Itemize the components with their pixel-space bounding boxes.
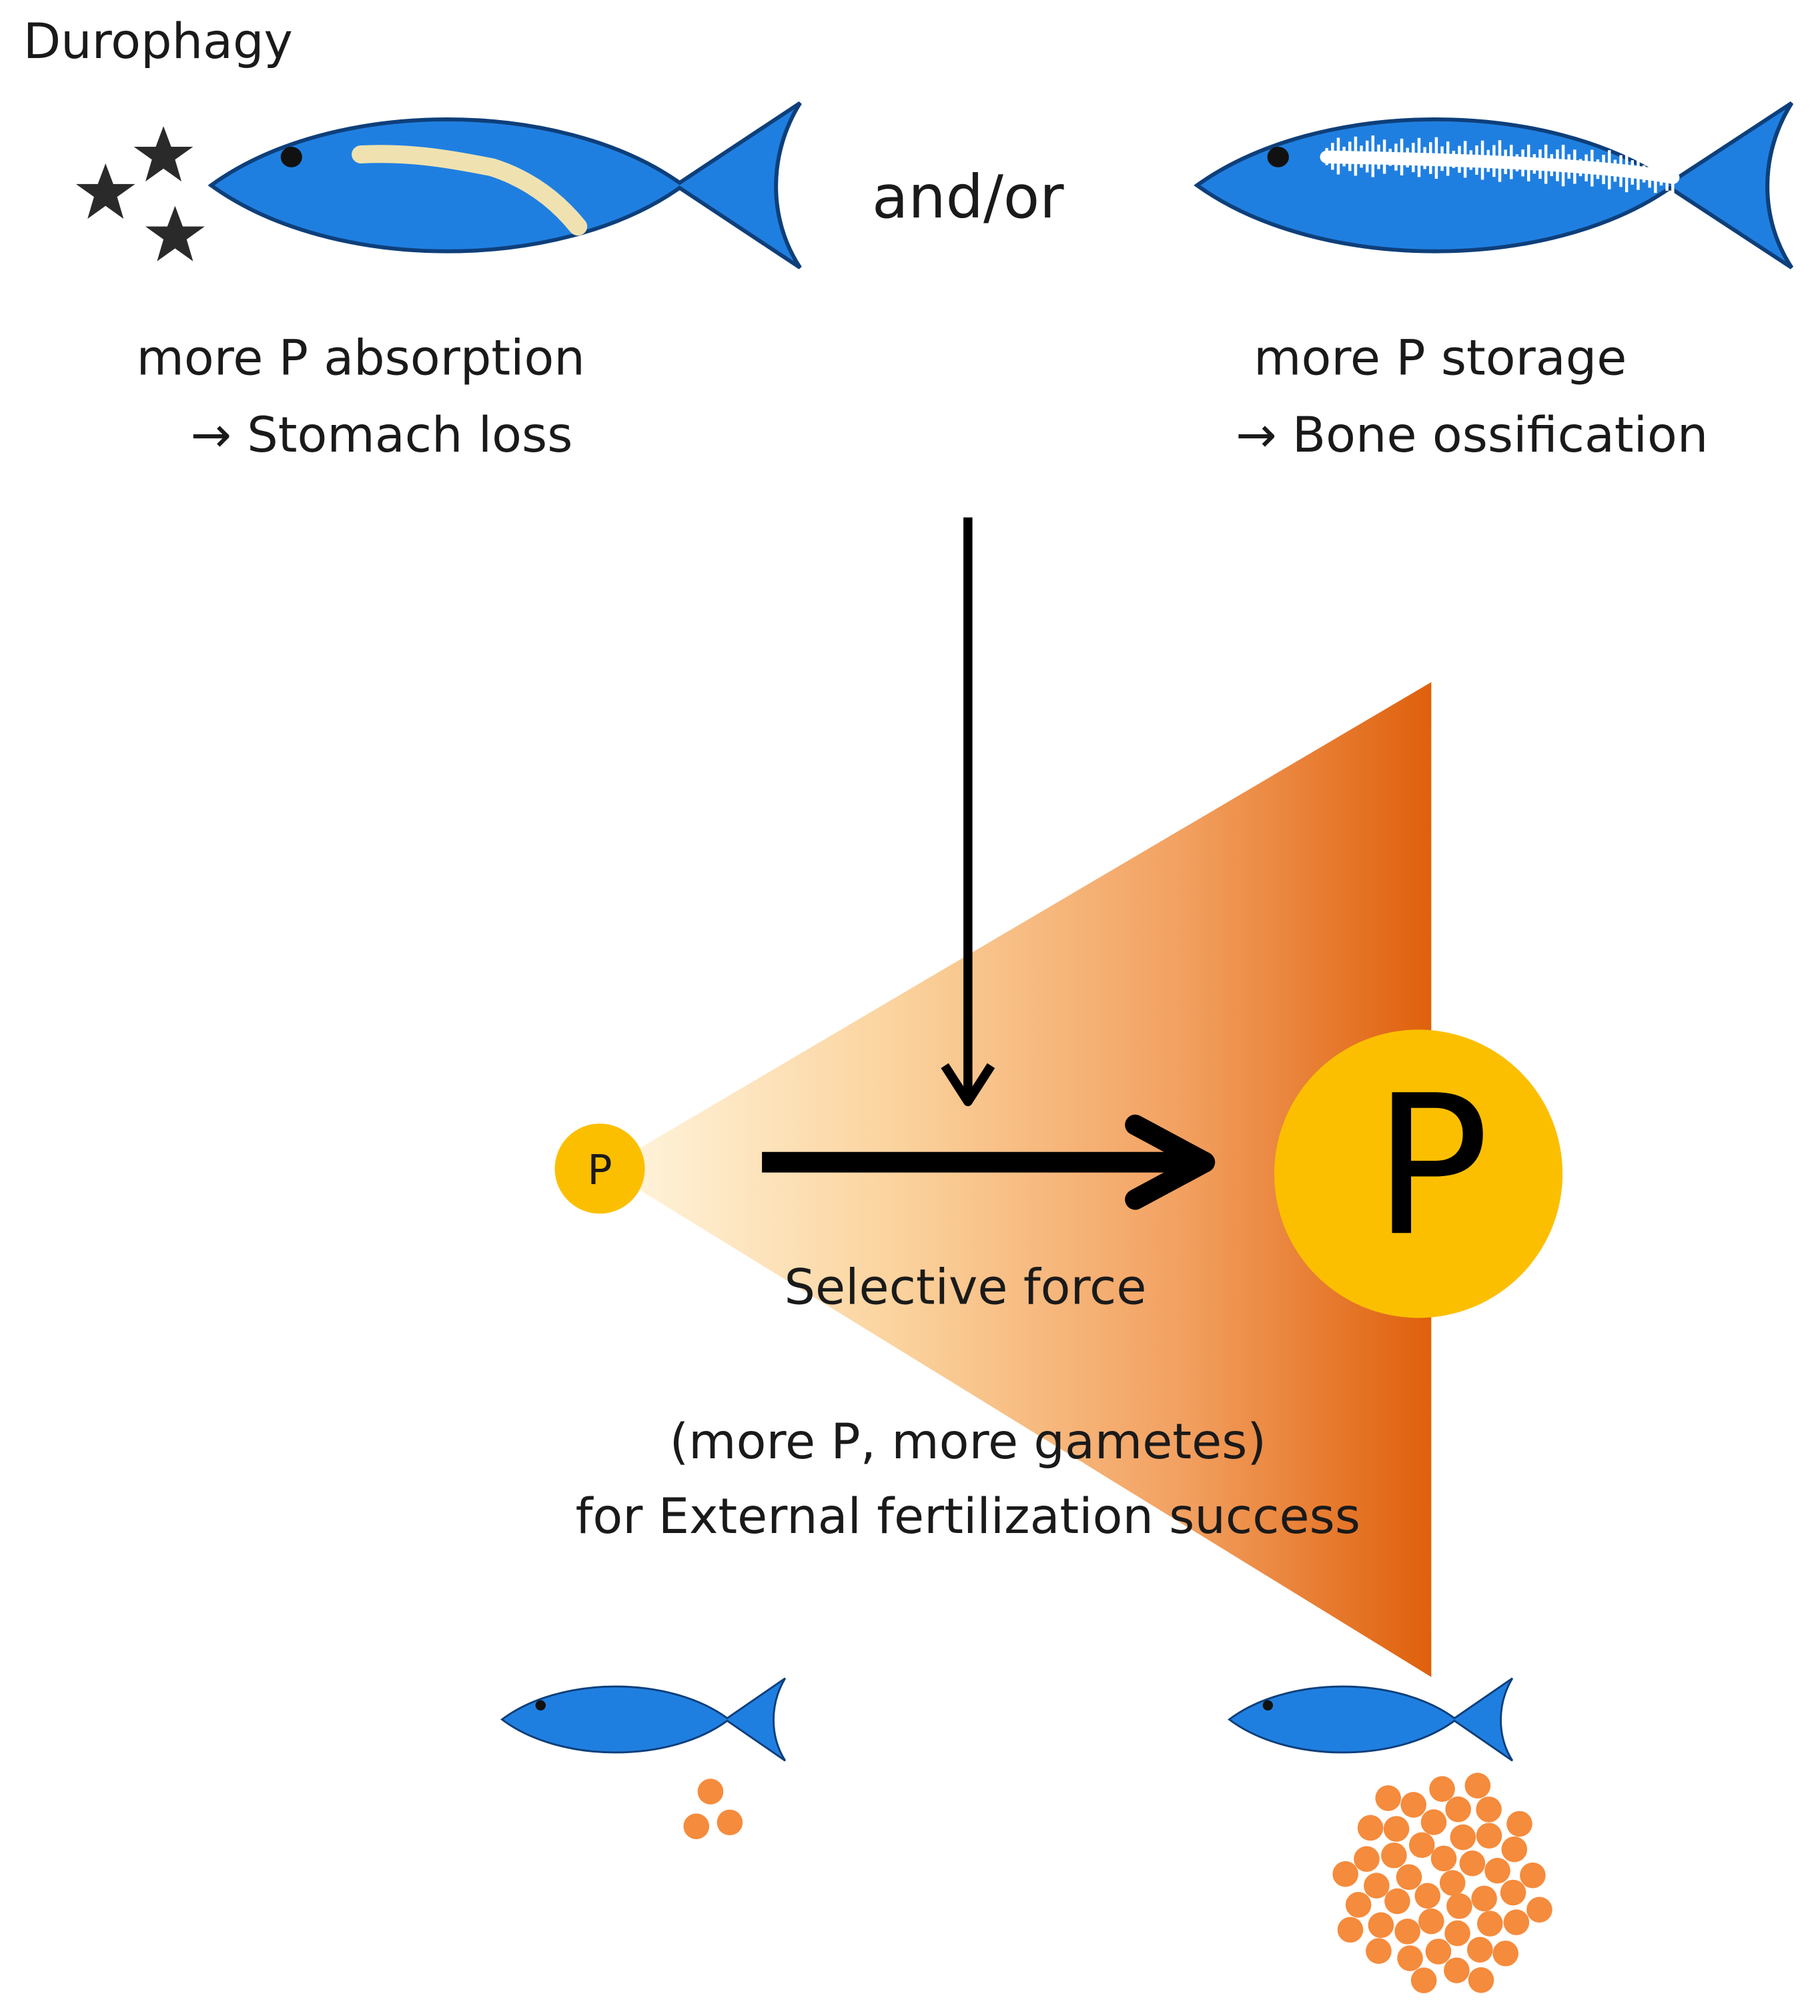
gamete-dot [1430, 1845, 1457, 1872]
gamete-dot [1429, 1776, 1455, 1802]
gamete-dot [1526, 1897, 1552, 1923]
gamete-dot [1381, 1842, 1407, 1869]
right-caption-line2: → Bone ossification [1236, 406, 1709, 464]
gamete-dot [1368, 1912, 1394, 1939]
gamete-dot [1459, 1850, 1486, 1877]
gamete-dot [717, 1809, 743, 1836]
gamete-dot [1332, 1861, 1358, 1887]
gamete-dot [1450, 1824, 1476, 1851]
gamete-dot [1476, 1823, 1502, 1849]
gamete-dot [1445, 1796, 1471, 1823]
connector-label: and/or [871, 162, 1064, 232]
left-caption-line2: → Stomach loss [190, 406, 573, 464]
gamete-dot [1464, 1773, 1491, 1799]
gamete-dot [1506, 1811, 1532, 1837]
gamete-dot [1444, 1957, 1470, 1983]
title-label: Durophagy [23, 13, 293, 70]
outcome-line1: (more P, more gametes) [669, 1413, 1267, 1470]
small-p-node [554, 1123, 645, 1214]
small-p-label: P [587, 1145, 612, 1195]
gamete-dot [1466, 1937, 1493, 1963]
large-p-label: P [1373, 1055, 1490, 1280]
gamete-dot [1418, 1908, 1444, 1935]
left-caption-line1: more P absorption [136, 329, 585, 386]
selective-force-arrow [762, 1114, 1216, 1210]
gamete-dot [1503, 1909, 1530, 1935]
gamete-dot [1444, 1920, 1470, 1947]
gamete-dot [1471, 1885, 1497, 1912]
gamete-dot [1396, 1864, 1422, 1891]
gamete-dot [1397, 1945, 1423, 1971]
gamete-dot [1484, 1857, 1510, 1884]
gamete-dot [1337, 1917, 1364, 1943]
gamete-dot [1345, 1892, 1372, 1918]
gamete-dot [1500, 1879, 1526, 1906]
gamete-dot [697, 1779, 724, 1805]
gamete-dot [1357, 1815, 1384, 1841]
gamete-dot [1446, 1893, 1472, 1919]
fish-icon [1197, 103, 1791, 268]
star-icon [75, 126, 205, 262]
gamete-cluster-many [1332, 1773, 1552, 1993]
gamete-dot [1468, 1967, 1494, 1993]
outcome-line2: for External fertilization success [575, 1488, 1361, 1545]
gamete-dot [1384, 1888, 1410, 1915]
gamete-dot [1366, 1938, 1392, 1964]
gamete-cluster-few [683, 1779, 743, 1839]
selective-gradient-triangle [604, 682, 1432, 1677]
bone-ossification-spine [1320, 135, 1680, 197]
vertical-arrow [941, 517, 995, 1107]
gamete-dot [1476, 1797, 1502, 1823]
large-p-node [1274, 1029, 1563, 1318]
gamete-dot [1383, 1816, 1410, 1842]
gamete-dot [1492, 1940, 1518, 1967]
gamete-dot [1364, 1873, 1390, 1899]
gamete-dot [1354, 1846, 1380, 1872]
selective-force-label: Selective force [784, 1258, 1147, 1316]
gamete-dot [1420, 1809, 1447, 1835]
fish-icon [1228, 1677, 1514, 1762]
gamete-dot [1501, 1836, 1528, 1863]
fish-icon [211, 103, 800, 268]
gamete-dot [1439, 1870, 1466, 1896]
fish-icon [500, 1677, 787, 1762]
gamete-dot [683, 1813, 710, 1839]
gamete-dot [1477, 1911, 1503, 1937]
right-caption-line1: more P storage [1254, 329, 1627, 386]
gamete-dot [1414, 1883, 1441, 1909]
gamete-dot [1410, 1967, 1437, 1993]
gamete-dot [1425, 1939, 1452, 1965]
gamete-dot [1520, 1862, 1546, 1889]
gamete-dot [1375, 1785, 1402, 1811]
gamete-dot [1400, 1792, 1427, 1818]
gamete-dot [1408, 1832, 1435, 1859]
gamete-dot [1394, 1918, 1420, 1945]
